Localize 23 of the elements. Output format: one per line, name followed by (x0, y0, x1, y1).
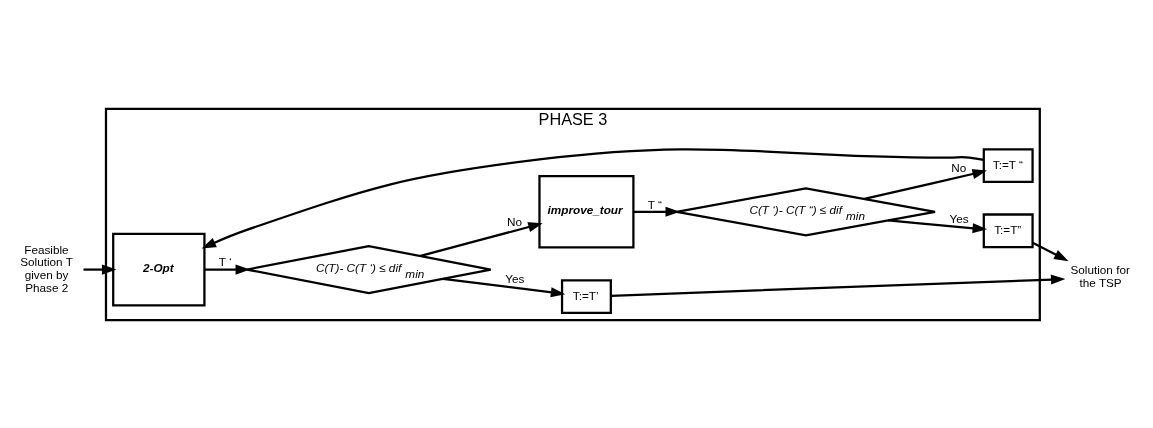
edge-label: No (506, 214, 522, 228)
arrow (83, 264, 117, 275)
arrow (442, 277, 566, 297)
arrow (1032, 241, 1069, 261)
node-box: T:=T “ (982, 147, 1034, 183)
node-text: Feasible Solution T given by Phase 2 (20, 242, 73, 294)
edge-label: T “ (647, 197, 662, 211)
node-box: T:=T’ (560, 278, 612, 314)
edge-label: T ‘ (218, 254, 232, 268)
edge-label: Yes (949, 211, 969, 225)
arrow (204, 264, 251, 275)
arrow (864, 168, 987, 200)
node-box: 2-Opt (112, 232, 206, 306)
arrow (201, 147, 984, 248)
node-box: T:=T” (982, 212, 1034, 248)
node-box: improve_tour (538, 174, 635, 249)
node-text: Solution for the TSP (1070, 262, 1130, 289)
edge-label: Yes (505, 272, 525, 285)
edge-label: No (951, 160, 967, 174)
arrow (611, 274, 1066, 297)
arrow (633, 206, 680, 217)
arrow (420, 221, 543, 257)
arrow (888, 218, 988, 233)
